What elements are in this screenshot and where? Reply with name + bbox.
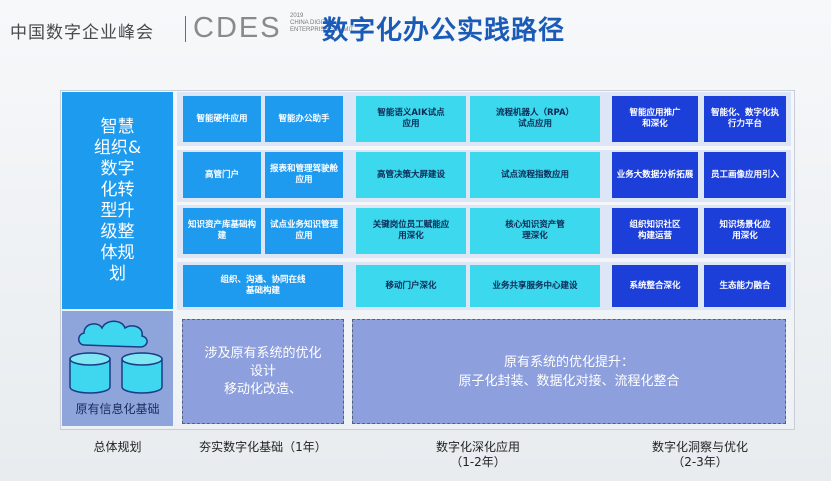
stage1-cell: 知识资产库基础构建: [183, 208, 261, 254]
system-optimization-upgrade-box: 原有系统的优化提升： 原子化封装、数据化对接、流程化整合: [352, 319, 786, 424]
stage3-cell: 智能应用推广和深化: [612, 96, 698, 142]
stage2-cell: 流程机器人（RPA）试点应用: [470, 96, 600, 142]
stage2-cell-label: 关键岗位员工赋能应用深化: [372, 220, 450, 241]
stage3-cell-label: 智能应用推广和深化: [629, 108, 681, 129]
footer-stage3-line1: 数字化洞察与优化: [651, 440, 748, 454]
stage1-cell-wide: 组织、沟通、协同在线基础构建: [183, 265, 343, 307]
system-optimization-design-box: 涉及原有系统的优化 设计 移动化改造、: [182, 319, 344, 424]
found-line1: 涉及原有系统的优化: [204, 345, 322, 361]
footer-stage3: 数字化洞察与优化 （2-3年）: [620, 440, 780, 470]
stage1-cell: 试点业务知识管理应用: [265, 208, 343, 254]
stage2-cell-label: 核心知识资产管理深化: [505, 220, 565, 241]
brand-subtitle-line1: CHINA DIGITAL: [290, 20, 333, 26]
stage3-cell: 智能化、数字化执行力平台: [704, 96, 786, 142]
footer-overall-plan: 总体规划: [93, 440, 142, 454]
optimization-line2: 原子化封装、数据化对接、流程化整合: [458, 373, 680, 389]
stage3-cell: 组织知识社区构建运营: [612, 208, 698, 254]
cloud-database-icon: [69, 320, 163, 394]
stage2-cell: 移动门户深化: [356, 265, 466, 307]
stage3-cell: 员工画像应用引入: [704, 152, 786, 198]
footer-stage3-line2: （2-3年）: [672, 455, 728, 469]
footer-stage2: 数字化深化应用 （1-2年）: [398, 440, 558, 470]
stage2-cell: 业务共享服务中心建设: [470, 265, 600, 307]
stage3-cell-label: 知识场景化应用深化: [719, 220, 771, 241]
stage3-cell: 生态能力融合: [704, 265, 786, 307]
stage2-cell: 关键岗位员工赋能应用深化: [356, 208, 466, 254]
stage2-cell-label: 流程机器人（RPA）试点应用: [495, 108, 575, 129]
brand-name-cn: 中国数字企业峰会: [10, 23, 154, 43]
brand-logo: CDES: [193, 12, 282, 44]
overall-plan-panel: 智慧组织&数字化转型升级整体规划: [62, 92, 173, 309]
footer-stage2-line2: （1-2年）: [450, 455, 506, 469]
found-line2: 设计: [249, 363, 276, 379]
stage2-cell: 智能语义AIK试点应用: [356, 96, 466, 142]
stage3-cell: 系统整合深化: [612, 265, 698, 307]
brand-divider: [185, 16, 186, 42]
stage2-cell-label: 智能语义AIK试点应用: [377, 108, 445, 129]
footer-stage1: 夯实数字化基础（1年）: [199, 440, 327, 454]
page-title: 数字化办公实践路径: [322, 16, 566, 46]
stage2-cell: 核心知识资产管理深化: [470, 208, 600, 254]
stage3-cell-label: 组织知识社区构建运营: [629, 220, 681, 241]
overall-plan-title: 智慧组织&数字化转型升级整体规划: [93, 116, 142, 284]
brand-year: 2019: [290, 13, 304, 19]
stage1-cell: 报表和管理驾驶舱应用: [265, 152, 343, 198]
stage3-cell: 业务大数据分析拓展: [612, 152, 698, 198]
stage1-cell: 智能办公助手: [265, 96, 343, 142]
stage1-cell: 智能硬件应用: [183, 96, 261, 142]
stage3-cell: 知识场景化应用深化: [704, 208, 786, 254]
stage1-cell: 高管门户: [183, 152, 261, 198]
found-line3: 移动化改造、: [223, 381, 302, 397]
stage2-cell: 高管决策大屏建设: [356, 152, 466, 198]
legacy-foundation-label: 原有信息化基础: [75, 402, 160, 416]
optimization-line1: 原有系统的优化提升：: [503, 354, 634, 370]
stage1-cell-wide-label: 组织、沟通、协同在线基础构建: [220, 275, 306, 296]
brand-subtitle-line2: ENTERPRISE SUMMIT: [290, 27, 354, 33]
stage2-cell: 试点流程指数应用: [470, 152, 600, 198]
legacy-foundation-panel: [62, 311, 173, 426]
footer-stage2-line1: 数字化深化应用: [435, 440, 520, 454]
